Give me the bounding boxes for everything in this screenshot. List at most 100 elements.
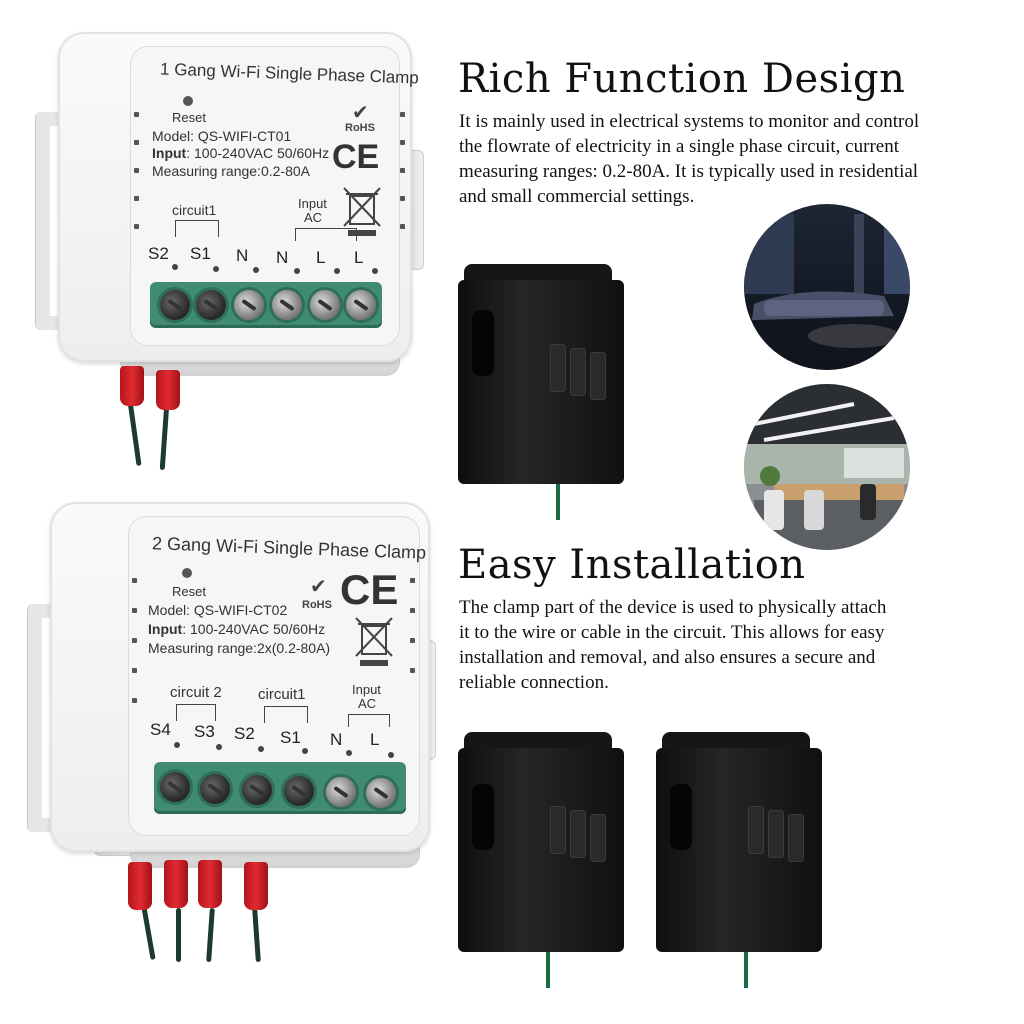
terminal-screw[interactable] [326,777,356,807]
rohs-label: RoHS [302,599,332,611]
rich-function-heading: Rich Function Design [458,56,906,102]
terminal-dot [302,748,308,754]
terminal-dot [372,268,378,274]
wire-ferrule [128,862,152,910]
circuit2-bracket [176,704,216,721]
input-value: : 100-240VAC 50/60Hz [186,145,330,161]
check-icon: ✔ [310,576,327,598]
model-label: Model: QS-WIFI-CT01 [152,128,292,144]
vent [132,578,137,583]
easy-installation-heading: Easy Installation [458,542,806,588]
current-clamp [656,732,824,988]
terminal-screw[interactable] [366,778,396,808]
living-room-image [744,204,910,370]
paragraph-line: installation and removal, and also ensur… [459,647,876,668]
terminal-label: N [276,248,289,267]
vent [410,608,415,613]
terminal-dot [334,268,340,274]
wire [252,907,261,963]
clamp-cable [546,952,550,988]
terminal-screw[interactable] [310,290,340,320]
vent [132,638,137,643]
terminal-label: S4 [150,720,171,739]
terminal-label: S1 [280,728,301,747]
paragraph-line: it to the wire or cable in the circuit. … [459,622,885,643]
terminal-screw[interactable] [196,290,226,320]
clamp-slot [472,310,494,376]
living-room-photo [744,204,910,370]
input-spec: Input: 100-240VAC 50/60Hz [148,621,325,638]
clamp-cable [744,952,748,988]
terminal-screw[interactable] [160,772,190,802]
terminal-dot [294,268,300,274]
vent [410,578,415,583]
clamp-hinge [748,806,764,854]
vent [400,140,405,145]
clamp-slot [670,784,692,850]
terminal-dot [258,746,264,752]
input-ac-label: AC [304,210,323,225]
terminal-screw[interactable] [160,290,190,320]
reset-label: Reset [172,584,206,599]
terminal-label: L [354,248,364,267]
input-ac-label: Input [298,196,327,211]
paragraph-line: The clamp part of the device is used to … [459,597,887,618]
input-ac-bracket [295,228,357,241]
vent [134,168,139,173]
circuit1-label: circuit1 [258,686,306,703]
terminal-dot [216,744,222,750]
terminal-block [154,762,406,814]
clamp-hinge [550,344,566,392]
vent [132,608,137,613]
paragraph-line: the flowrate of electricity in a single … [459,136,899,157]
terminal-screw[interactable] [346,290,376,320]
rich-function-paragraph: It is mainly used in electrical systems … [459,109,919,209]
clamp-hinge [550,806,566,854]
terminal-label: L [316,248,326,267]
paragraph-line: It is mainly used in electrical systems … [459,111,920,132]
input-label: Input [152,145,187,161]
terminal-dot [213,266,219,272]
wire [176,908,181,962]
input-value: : 100-240VAC 50/60Hz [182,621,326,637]
terminal-dot [253,267,259,273]
terminal-screw[interactable] [284,776,314,806]
input-ac-label: Input [352,682,381,697]
terminal-screw[interactable] [242,775,272,805]
input-spec: Input: 100-240VAC 50/60Hz [152,145,329,162]
ce-mark: CE [332,138,380,176]
vent [134,140,139,145]
model-label: Model: QS-WIFI-CT02 [148,602,288,618]
paragraph-line: measuring ranges: 0.2-80A. It is typical… [459,161,919,182]
terminal-label: S2 [234,724,255,743]
current-clamp [458,264,626,520]
clamp-hinge [590,814,606,862]
paragraph-line: reliable connection. [459,672,609,693]
easy-installation-paragraph: The clamp part of the device is used to … [459,595,886,695]
vent [132,668,137,673]
terminal-label: S3 [194,722,215,741]
measuring-range-label: Measuring range:2x(0.2-80A) [148,640,331,656]
wire-ferrule [120,366,144,406]
terminal-dot [346,750,352,756]
reset-button[interactable] [183,96,193,106]
terminal-screw[interactable] [272,290,302,320]
vent [410,638,415,643]
terminal-label: L [370,730,380,749]
office-image [744,384,910,550]
device-1-module: 1 Gang Wi-Fi Single Phase Clamp Reset Mo… [0,0,440,480]
terminal-screw[interactable] [234,290,264,320]
clamp-cable [556,484,560,520]
clamp-hinge [570,810,586,858]
terminal-label: S2 [148,244,169,263]
circuit1-label: circuit1 [172,202,217,218]
vent [134,112,139,117]
wire-ferrule [164,860,188,908]
terminal-label: N [236,246,249,265]
wire-ferrule [244,862,268,910]
vent [400,224,405,229]
clamp-slot [472,784,494,850]
reset-button[interactable] [182,568,192,578]
terminal-label: N [330,730,343,749]
terminal-screw[interactable] [200,774,230,804]
